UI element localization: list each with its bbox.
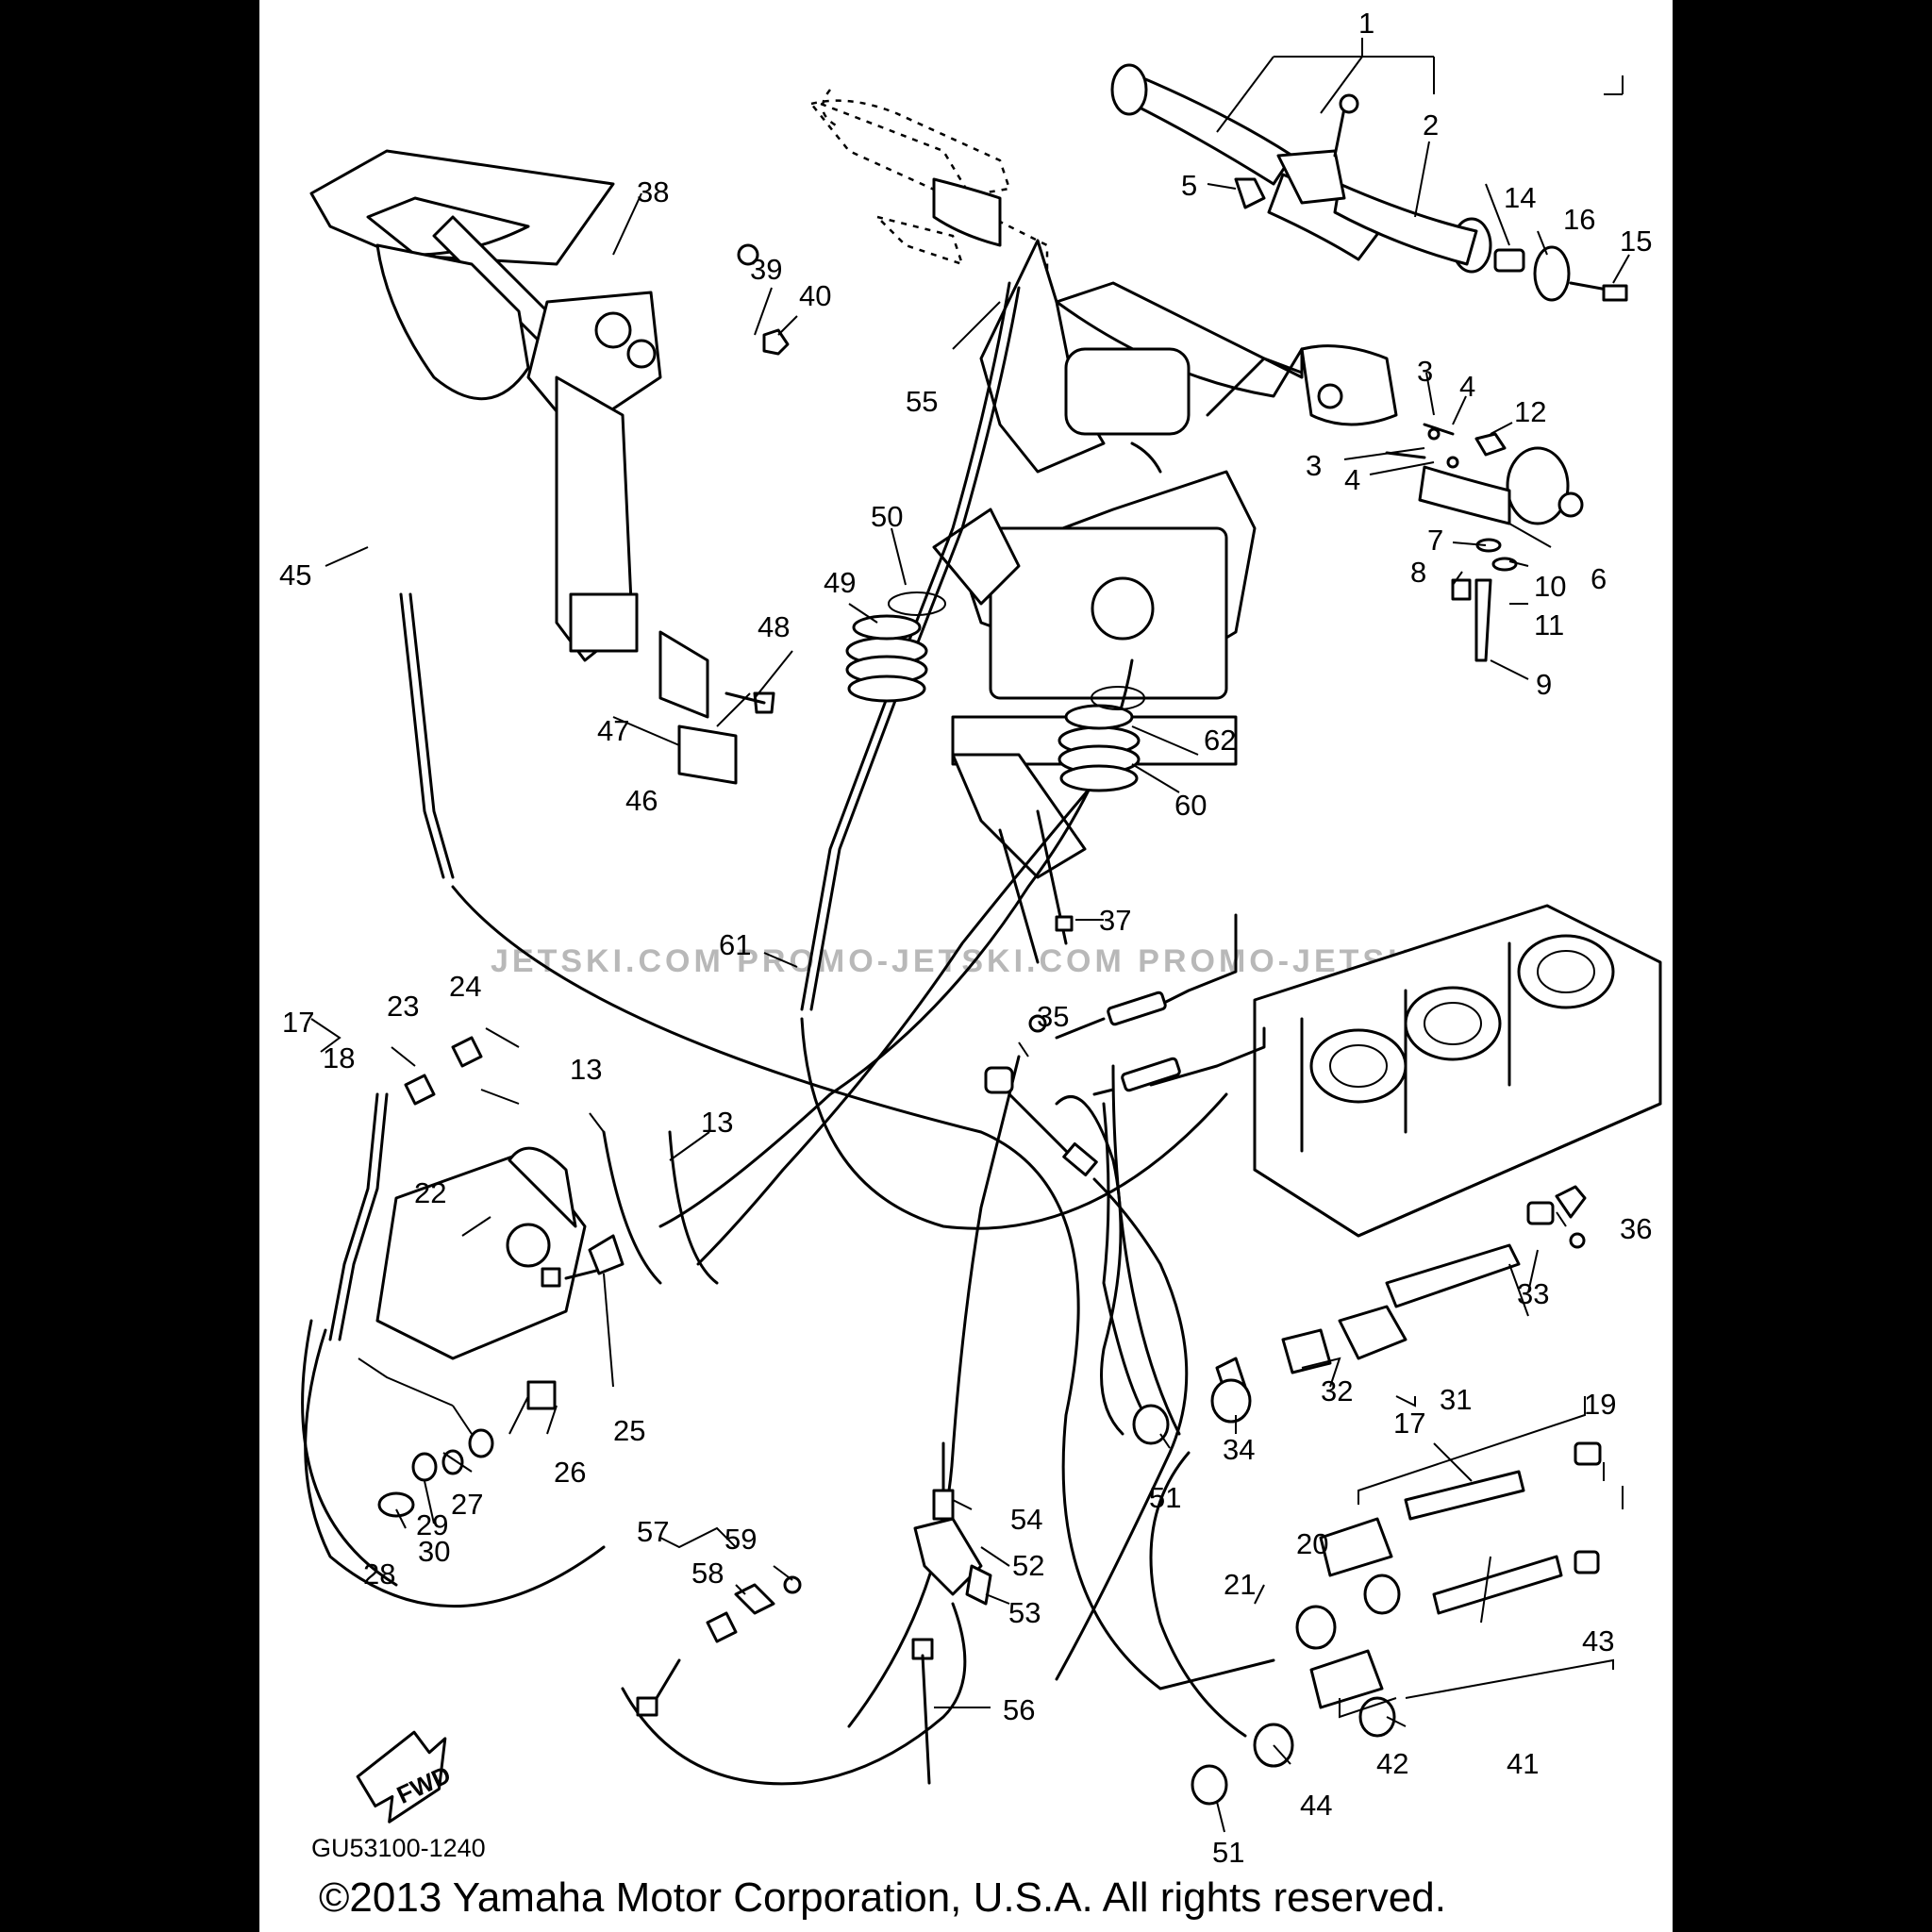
callout-11: 11: [1534, 608, 1564, 641]
cables: [301, 281, 1275, 1786]
callout-6: 6: [1591, 562, 1607, 595]
callout-24: 24: [449, 970, 481, 1003]
callout-61: 61: [719, 928, 751, 961]
callout-59: 59: [724, 1523, 757, 1556]
callout-5: 5: [1181, 169, 1197, 202]
callout-54: 54: [1010, 1503, 1042, 1536]
callout-8: 8: [1410, 556, 1426, 589]
callout-30: 30: [418, 1535, 450, 1568]
boots: [845, 591, 1145, 792]
right-grip-parts: [1110, 63, 1628, 302]
callout-29: 29: [416, 1508, 448, 1541]
callout-9: 9: [1536, 668, 1552, 701]
callout-1: 1: [1358, 7, 1374, 40]
callout-35: 35: [1037, 1000, 1069, 1033]
callout-45: 45: [279, 558, 311, 591]
callout-21: 21: [1224, 1568, 1256, 1601]
callout-numbers: 1 2 3 3 4 4 5 6 7 8 9 10 11 12 13 13 14 …: [279, 7, 1652, 1869]
callout-50: 50: [871, 500, 903, 533]
adjuster-parts: [1132, 1185, 1602, 1806]
handlebar-assembly: [820, 89, 1304, 964]
callout-17b: 17: [1393, 1407, 1425, 1440]
callout-31: 31: [1440, 1383, 1472, 1416]
callout-19: 19: [1584, 1388, 1616, 1421]
callout-10: 10: [1534, 570, 1566, 603]
callout-15: 15: [1620, 225, 1652, 258]
callout-38: 38: [637, 175, 669, 208]
callout-41: 41: [1507, 1747, 1539, 1780]
callout-20: 20: [1296, 1527, 1328, 1560]
callout-53: 53: [1008, 1596, 1041, 1629]
callout-33: 33: [1517, 1277, 1549, 1310]
part-code: GU53100-1240: [311, 1834, 486, 1862]
callout-46: 46: [625, 784, 658, 817]
clamp-parts: [636, 1441, 992, 1785]
leader-lines: [310, 38, 1630, 1833]
callout-60: 60: [1174, 789, 1207, 822]
callout-43: 43: [1582, 1624, 1614, 1657]
callout-17a: 17: [282, 1006, 314, 1039]
callout-28: 28: [363, 1557, 395, 1591]
callout-22: 22: [414, 1176, 446, 1209]
callout-49: 49: [824, 566, 856, 599]
callout-14: 14: [1504, 181, 1536, 214]
callout-44: 44: [1300, 1789, 1332, 1822]
callout-52: 52: [1012, 1549, 1044, 1582]
left-grip-parts: [808, 99, 1011, 266]
callout-37: 37: [1099, 904, 1131, 937]
callout-55: 55: [906, 385, 938, 418]
callout-56: 56: [1003, 1693, 1035, 1726]
callout-40: 40: [799, 279, 831, 312]
callout-25: 25: [613, 1414, 645, 1447]
throttle-housing: [1300, 344, 1584, 662]
callout-51b: 51: [1212, 1836, 1244, 1869]
callout-62: 62: [1204, 724, 1236, 757]
callout-36: 36: [1620, 1212, 1652, 1245]
callout-51a: 51: [1149, 1481, 1181, 1514]
callout-18: 18: [323, 1041, 355, 1074]
callout-3b: 3: [1306, 449, 1322, 482]
callout-58: 58: [691, 1557, 724, 1590]
callout-42: 42: [1376, 1747, 1408, 1780]
callout-13b: 13: [701, 1106, 733, 1139]
callout-27: 27: [451, 1488, 483, 1521]
callout-39: 39: [750, 253, 782, 286]
callout-34: 34: [1223, 1433, 1255, 1466]
callout-57: 57: [637, 1515, 669, 1548]
callout-16: 16: [1563, 203, 1595, 236]
callout-26: 26: [554, 1456, 586, 1489]
callout-4a: 4: [1459, 370, 1475, 403]
throttle-body-assembly: [1253, 904, 1662, 1238]
callout-23: 23: [387, 990, 419, 1023]
callout-2: 2: [1423, 108, 1439, 142]
callout-7: 7: [1427, 524, 1443, 557]
callout-47: 47: [597, 714, 629, 747]
cable-ends-upper: [984, 913, 1266, 1177]
callout-48: 48: [758, 610, 790, 643]
copyright: ©2013 Yamaha Motor Corporation, U.S.A. A…: [319, 1874, 1446, 1921]
callout-12: 12: [1514, 395, 1546, 428]
callout-32: 32: [1321, 1374, 1353, 1407]
callout-4b: 4: [1344, 463, 1360, 496]
lever-bracket-parts: [328, 1036, 625, 1518]
callout-3a: 3: [1417, 355, 1433, 388]
callout-13a: 13: [570, 1053, 602, 1086]
fwd-arrow-icon: FWD: [356, 1730, 455, 1824]
steering-column-part: [309, 149, 790, 785]
